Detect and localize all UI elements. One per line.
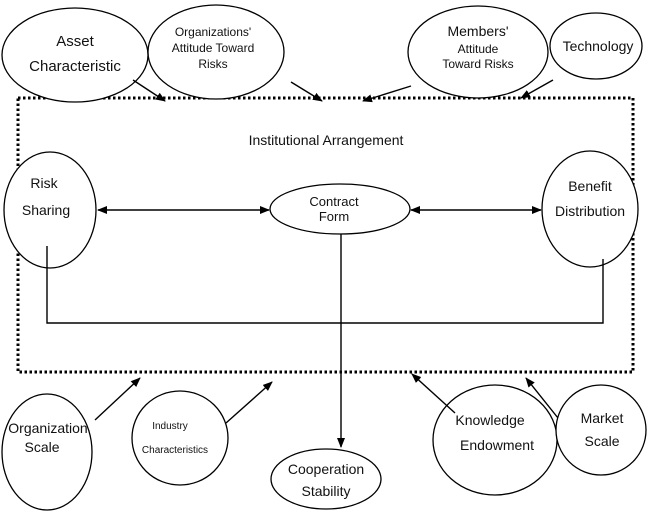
- arrow-organization-scale-to-arrangement: [94, 377, 141, 421]
- svg-text:Scale: Scale: [24, 439, 59, 455]
- svg-text:Organization: Organization: [8, 420, 87, 436]
- arrow-members-attitude-to-arrangement: [362, 85, 412, 103]
- factor-organizations-attitude-toward-risks: Organizations' Attitude Toward Risks: [147, 4, 285, 100]
- factor-asset-characteristic: Asset Characteristic: [1, 7, 149, 103]
- svg-text:Asset: Asset: [56, 33, 94, 50]
- arrow-industry-to-arrangement: [225, 381, 273, 424]
- node-risk-sharing: Risk Sharing: [3, 151, 97, 269]
- factor-members-attitude-toward-risks: Members' Attitude Toward Risks: [407, 5, 549, 99]
- arrow-market-scale-to-arrangement: [525, 377, 559, 419]
- svg-text:Benefit: Benefit: [568, 178, 612, 194]
- container-label: Institutional Arrangement: [249, 132, 404, 148]
- svg-text:Risk: Risk: [30, 175, 58, 191]
- factor-knowledge-endowment: Knowledge Endowment: [432, 384, 558, 496]
- svg-text:Attitude: Attitude: [458, 42, 499, 56]
- svg-text:Characteristic: Characteristic: [29, 58, 121, 75]
- factor-market-scale: Market Scale: [555, 384, 647, 476]
- svg-text:Characteristics: Characteristics: [142, 445, 208, 456]
- arrow-technology-to-arrangement: [520, 79, 554, 99]
- svg-text:Knowledge: Knowledge: [455, 412, 524, 428]
- svg-text:Contract: Contract: [309, 194, 359, 209]
- svg-text:Members': Members': [447, 23, 508, 39]
- svg-text:Industry: Industry: [152, 421, 188, 432]
- svg-text:Risks: Risks: [198, 57, 227, 71]
- svg-text:Endowment: Endowment: [460, 437, 534, 453]
- arrow-org-attitude-to-arrangement: [290, 81, 323, 102]
- node-cooperation-stability: Cooperation Stability: [270, 448, 382, 510]
- arrow-knowledge-to-arrangement: [411, 373, 456, 414]
- node-contract-form: Contract Form: [269, 183, 411, 235]
- svg-text:Market: Market: [581, 410, 624, 426]
- svg-text:Technology: Technology: [563, 38, 634, 54]
- svg-text:Organizations': Organizations': [175, 25, 251, 39]
- node-benefit-distribution: Benefit Distribution: [541, 150, 639, 268]
- svg-text:Cooperation: Cooperation: [288, 461, 364, 477]
- svg-text:Scale: Scale: [584, 433, 619, 449]
- svg-text:Form: Form: [319, 209, 349, 224]
- svg-text:Sharing: Sharing: [22, 202, 70, 218]
- svg-text:Attitude Toward: Attitude Toward: [172, 41, 255, 55]
- arrow-asset-to-arrangement: [132, 79, 166, 102]
- svg-text:Toward Risks: Toward Risks: [442, 57, 513, 71]
- factor-industry-characteristics: Industry Characteristics: [131, 390, 229, 486]
- svg-text:Distribution: Distribution: [555, 203, 625, 219]
- factor-organization-scale: Organization Scale: [1, 393, 93, 511]
- svg-text:Stability: Stability: [301, 483, 350, 499]
- factor-technology: Technology: [549, 12, 643, 80]
- feedback-connector: [46, 246, 604, 324]
